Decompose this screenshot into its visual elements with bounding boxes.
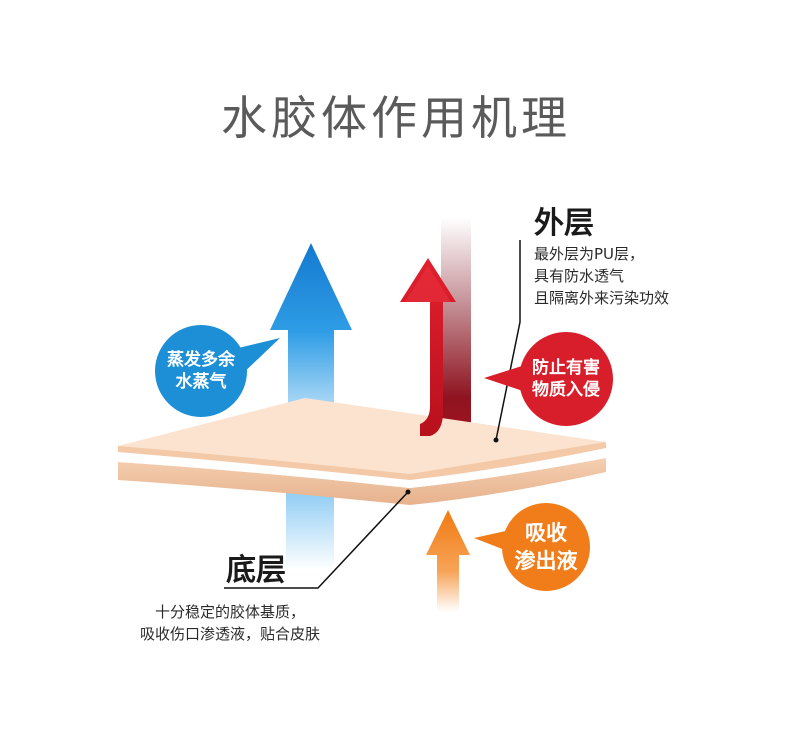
red-arrow-stem (441, 218, 471, 442)
absorb-line-2: 渗出液 (514, 549, 578, 573)
outer-desc-line-1: 最外层为PU层， (534, 245, 645, 263)
outer-layer-heading: 外层 (534, 206, 594, 241)
base-layer-description: 十分稳定的胶体基质， 吸收伤口渗透液，贴合皮肤 (110, 601, 350, 645)
outer-layer-description: 最外层为PU层， 具有防水透气 且隔离外来污染功效 (534, 243, 669, 309)
up-arrow-blue-icon (270, 243, 352, 440)
red-arrow-highlight (405, 266, 451, 302)
base-layer-slab (118, 458, 606, 505)
base-leader-dot (405, 489, 411, 495)
evaporate-line-2: 水蒸气 (175, 372, 227, 392)
absorb-bubble-circle (502, 503, 590, 591)
base-leader-line (224, 491, 409, 589)
absorb-line-1: 吸收 (525, 521, 567, 545)
up-arrow-orange-icon (426, 510, 470, 612)
outer-leader-line (495, 240, 521, 441)
block-line-2: 物质入侵 (532, 380, 600, 400)
layer-gap (118, 448, 606, 488)
outer-desc-line-2: 具有防水透气 (534, 267, 625, 285)
outer-layer-edge (118, 442, 606, 480)
block-line-1: 防止有害 (532, 358, 600, 378)
base-layer-heading: 底层 (226, 553, 286, 588)
base-desc-line-1: 十分稳定的胶体基质， (154, 603, 305, 621)
block-bubble-circle (519, 332, 613, 426)
evaporate-bubble-circle (155, 325, 247, 417)
block-bubble: 防止有害 物质入侵 (519, 332, 613, 426)
evaporate-line-1: 蒸发多余 (167, 350, 235, 370)
outer-leader-dot (493, 437, 499, 443)
absorb-bubble: 吸收 渗出液 (502, 503, 590, 591)
base-desc-line-2: 吸收伤口渗透液，贴合皮肤 (139, 625, 320, 643)
absorb-bubble-tail (474, 530, 510, 552)
evaporate-bubble: 蒸发多余 水蒸气 (155, 325, 247, 417)
block-bubble-tail (484, 366, 526, 392)
outer-desc-line-3: 且隔离外来污染功效 (534, 289, 670, 307)
page-title: 水胶体作用机理 (221, 91, 571, 145)
u-turn-arrow-red-icon (400, 258, 456, 436)
